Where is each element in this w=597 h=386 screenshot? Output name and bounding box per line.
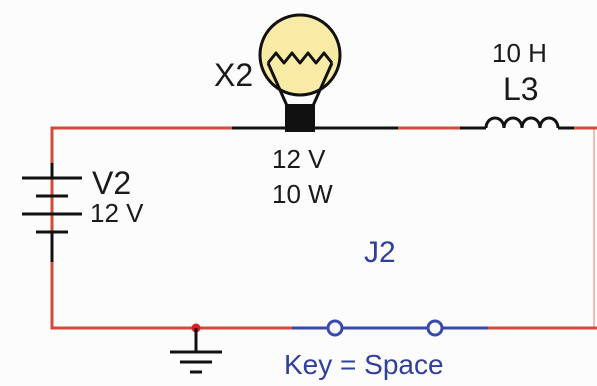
switch-key-label: Key = Space <box>284 349 444 380</box>
light-bulb-icon <box>258 13 342 132</box>
inductor-value-label: 10 H <box>492 38 547 68</box>
wire-top-left <box>50 126 232 244</box>
battery-value-label: 12 V <box>90 198 144 228</box>
ground-icon <box>170 328 222 374</box>
battery-ref-label: V2 <box>92 165 131 201</box>
switch-ref-label: J2 <box>364 236 396 269</box>
bulb-voltage-label: 12 V <box>272 144 326 174</box>
inductor-ref-label: L3 <box>503 71 539 107</box>
battery-icon <box>22 163 82 262</box>
wires <box>50 126 597 330</box>
inductor-coil-icon <box>484 116 562 130</box>
bulb-power-label: 10 W <box>272 179 333 209</box>
switch-icon <box>292 319 488 337</box>
wire-bottom-left <box>50 262 292 330</box>
bulb-ref-label: X2 <box>214 57 253 93</box>
